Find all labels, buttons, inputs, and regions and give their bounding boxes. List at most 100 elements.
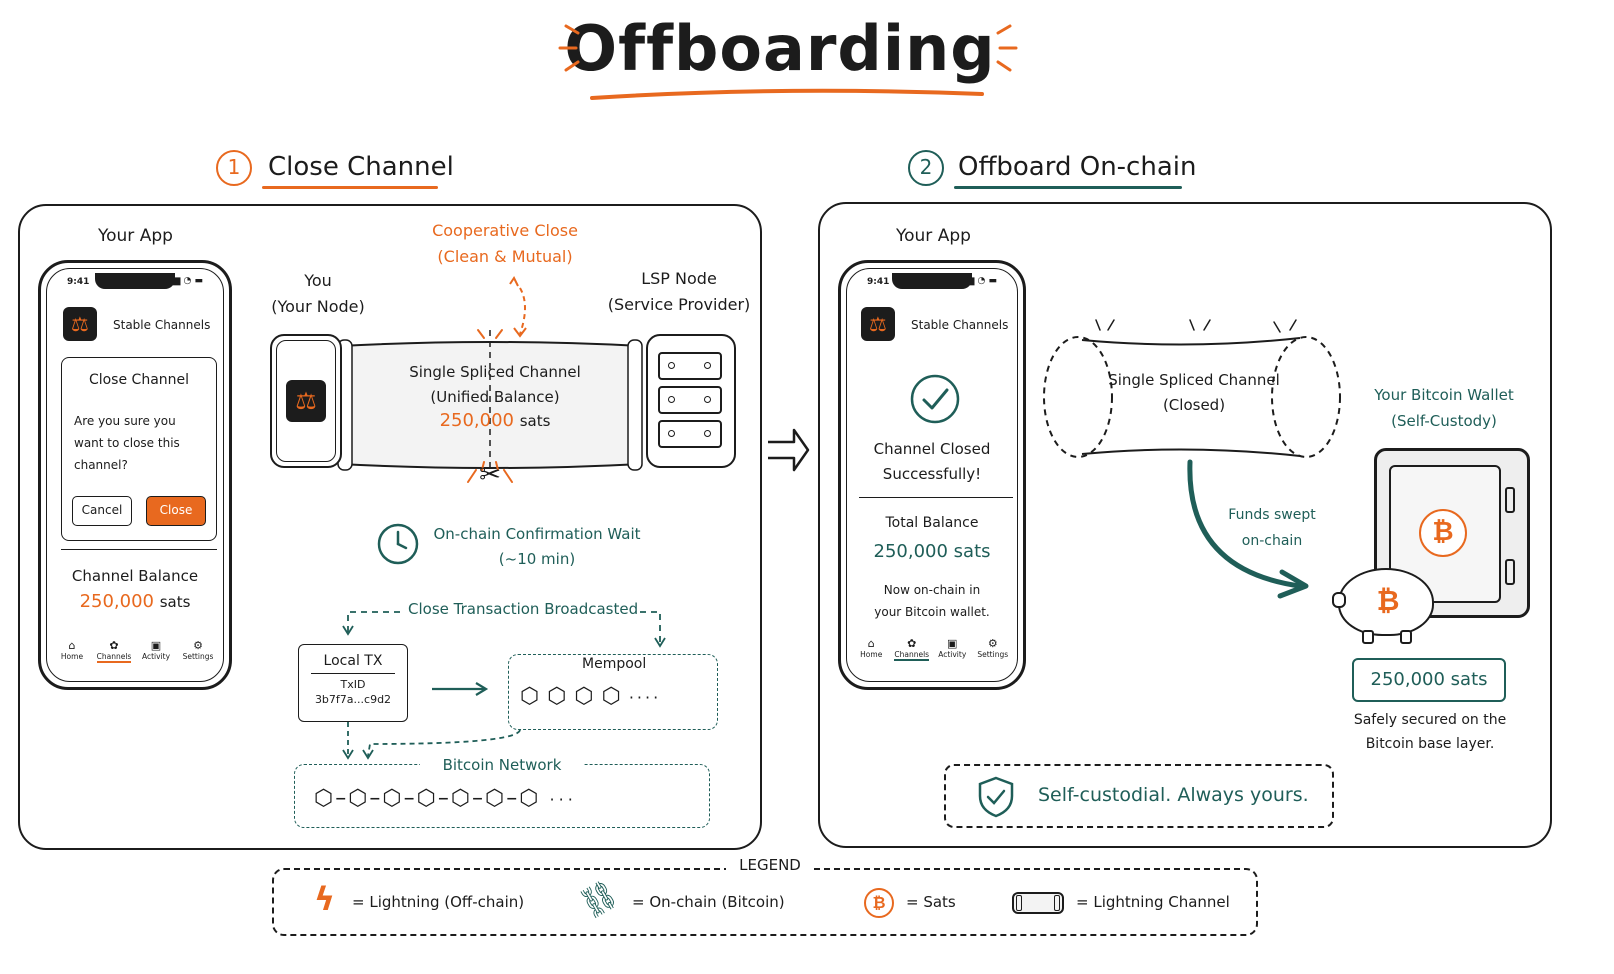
app-logo-scale-icon: ⚖: [861, 307, 895, 341]
legend-lightning: = Lightning (Off-chain): [352, 893, 525, 911]
lsp-server-icon: [646, 334, 736, 468]
nav-home[interactable]: ⌂Home: [851, 637, 891, 659]
status-time: 9:41: [67, 277, 90, 287]
step1-heading-underline: [262, 186, 438, 189]
channels-icon: ✿: [907, 637, 917, 650]
phone-notch: [95, 273, 175, 289]
legend-sats: = Sats: [906, 893, 956, 911]
next-step-arrow-icon: [768, 428, 810, 472]
legend-onchain: = On-chain (Bitcoin): [632, 893, 785, 911]
channel-tube-icon: [1012, 892, 1064, 914]
total-balance-label: Total Balance: [885, 515, 979, 531]
divider: [859, 497, 1013, 498]
balance-unit: sats: [159, 593, 191, 611]
channel-balance-value: 250,000 sats: [47, 591, 223, 612]
settings-icon: ⚙: [987, 637, 998, 650]
nav-home[interactable]: ⌂Home: [52, 639, 92, 661]
step2-phone: 9:41 ▂▄▆ ◔ ▬ ⚖ Stable Channels Channel C…: [838, 260, 1026, 690]
nav-channels[interactable]: ✿Channels: [94, 639, 134, 663]
step1-panel: [18, 204, 762, 850]
page-title: Offboarding: [564, 12, 996, 85]
success-check-icon: [910, 374, 960, 424]
app-logo-scale-icon: ⚖: [63, 307, 97, 341]
legend-title: LEGEND: [726, 856, 814, 874]
settings-icon: ⚙: [193, 639, 203, 652]
mempool-blocks: ⬡⬡⬡⬡····: [520, 684, 662, 709]
step1-heading: Close Channel: [268, 152, 454, 182]
dialog-text-line3: channel?: [74, 458, 128, 472]
nav-channels[interactable]: ✿Channels: [892, 637, 932, 661]
status-icons: ▂▄▆ ◔ ▬: [159, 276, 203, 286]
channel-balance-label: Channel Balance: [71, 567, 199, 585]
status-time: 9:41: [867, 277, 890, 287]
wallet-balance-box: 250,000 sats: [1352, 658, 1506, 702]
channels-icon: ✿: [109, 639, 119, 652]
local-tx-id-label: TxID: [340, 678, 366, 691]
lightning-icon: ϟ: [314, 880, 336, 918]
bitcoin-network-label: Bitcoin Network: [420, 756, 584, 774]
self-custodial-label: Self-custodial. Always yours.: [1038, 784, 1309, 806]
channel-label: Single Spliced Channel(Unified Balance): [409, 363, 581, 406]
cancel-button[interactable]: Cancel: [72, 496, 132, 526]
clock-icon: [377, 523, 419, 565]
step1-phone: 9:41 ▂▄▆ ◔ ▬ ⚖ Stable Channels Close Cha…: [38, 260, 232, 690]
nav-settings[interactable]: ⚙Settings: [973, 637, 1013, 659]
self-custodial-banner: Self-custodial. Always yours.: [944, 764, 1334, 828]
dialog-text-line2: want to close this: [74, 436, 180, 450]
you-node-phone: ⚖: [270, 334, 342, 468]
balance-amount: 250,000: [79, 591, 154, 612]
blockchain-blocks: ⬡–⬡–⬡–⬡–⬡–⬡–⬡ ···: [314, 786, 577, 811]
closed-channel-label: Single Spliced Channel(Closed): [1108, 371, 1280, 414]
nav-activity[interactable]: ▣Activity: [932, 637, 972, 659]
dialog-title: Close Channel: [88, 372, 190, 388]
bottom-nav: ⌂Home ✿Channels ▣Activity ⚙Settings: [851, 637, 1013, 661]
home-icon: ⌂: [68, 639, 76, 652]
lsp-label: LSP Node(Service Provider): [607, 269, 751, 314]
close-channel-dialog: Close Channel Are you sure you want to c…: [61, 357, 217, 541]
phone-notch: [892, 273, 972, 289]
step2-heading: Offboard On-chain: [958, 152, 1197, 182]
step2-app-label: Your App: [896, 226, 971, 246]
sats-coin-icon: ₿: [864, 888, 894, 918]
local-tx-id: 3b7f7a...c9d2: [314, 693, 392, 706]
bitcoin-coin-icon: ₿: [1419, 509, 1467, 557]
mempool-box: [508, 654, 718, 730]
activity-icon: ▣: [947, 637, 958, 650]
local-tx-divider: [311, 673, 395, 674]
local-tx-box: Local TX TxID 3b7f7a...c9d2: [298, 644, 408, 722]
legend-channel: = Lightning Channel: [1076, 893, 1230, 911]
channel-amount: 250,000 sats: [439, 410, 551, 431]
cooperative-close-label: Cooperative Close(Clean & Mutual): [432, 221, 578, 266]
mempool-label: Mempool: [582, 656, 647, 672]
step2-number-badge: 2: [908, 150, 944, 186]
broadcast-label: Close Transaction Broadcasted: [408, 600, 639, 618]
confirmation-wait-label: On-chain Confirmation Wait(~10 min): [433, 525, 641, 568]
total-balance-value: 250,000 sats: [873, 541, 991, 562]
step1-app-label: Your App: [98, 226, 173, 246]
app-name: Stable Channels: [113, 318, 211, 332]
piggy-bank-icon: ₿: [1332, 568, 1434, 644]
nav-settings[interactable]: ⚙Settings: [178, 639, 218, 661]
close-button[interactable]: Close: [146, 496, 206, 526]
home-icon: ⌂: [867, 637, 875, 650]
nav-activity[interactable]: ▣Activity: [136, 639, 176, 661]
app-name: Stable Channels: [911, 318, 1009, 332]
shield-check-icon: [978, 776, 1014, 818]
you-node-scale-icon: ⚖: [286, 380, 326, 422]
you-label: You(Your Node): [271, 271, 365, 316]
bottom-nav: ⌂Home ✿Channels ▣Activity ⚙Settings: [51, 639, 219, 663]
divider: [61, 549, 217, 550]
step2-panel: [818, 202, 1552, 848]
dialog-text-line1: Are you sure you: [74, 414, 176, 428]
scissors-icon: ✂: [479, 460, 501, 490]
activity-icon: ▣: [150, 639, 162, 652]
step2-heading-underline: [954, 186, 1182, 189]
